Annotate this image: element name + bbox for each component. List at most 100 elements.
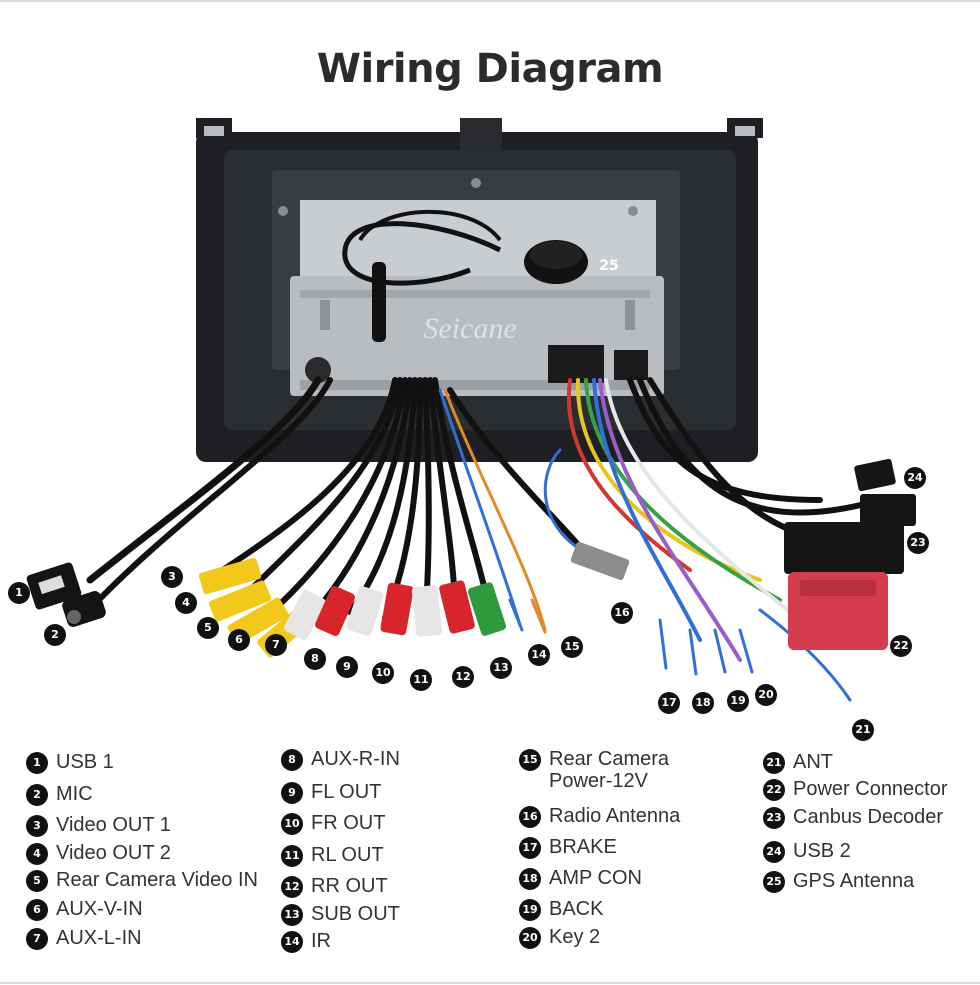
legend-label: Radio Antenna [549,805,681,827]
legend-number: 23 [763,807,785,829]
legend-label: USB 2 [793,840,851,862]
legend-label: AMP CON [549,867,642,889]
legend-item-25: 25 GPS Antenna [763,870,914,893]
legend-label: FR OUT [311,812,386,834]
callout-25: 25 [599,258,619,274]
callout-1: 1 [8,582,30,604]
legend-number: 14 [281,931,303,953]
legend-number: 10 [281,813,303,835]
legend-item-4: 4 Video OUT 2 [26,842,171,865]
callout-18: 18 [692,692,714,714]
legend-item-15: 15 Rear Camera Power-12V [519,748,669,792]
legend-label: RL OUT [311,844,384,866]
legend-number: 17 [519,837,541,859]
legend-item-18: 18 AMP CON [519,867,642,890]
legend-number: 4 [26,843,48,865]
legend-number: 18 [519,868,541,890]
legend-number: 16 [519,806,541,828]
legend-label: ANT [793,751,833,773]
legend-label: Canbus Decoder [793,806,944,828]
legend-item-9: 9 FL OUT [281,781,381,804]
wire-tips [508,598,754,676]
legend-label: IR [311,930,331,952]
legend-item-8: 8 AUX-R-IN [281,748,400,771]
legend-item-3: 3 Video OUT 1 [26,814,171,837]
power-and-canbus-connectors [784,458,916,650]
legend-number: 22 [763,779,785,801]
legend-number: 8 [281,749,303,771]
legend-number: 25 [763,871,785,893]
wifi-antenna [372,262,386,342]
legend-label: Rear Camera Power-12V [549,748,670,792]
legend-label: Power Connector [793,778,948,800]
radio-wiring-illustration: Seicane [26,118,916,702]
callout-21: 21 [852,719,874,741]
gps-antenna [342,209,588,286]
callout-23: 23 [907,532,929,554]
legend-number: 1 [26,752,48,774]
rca-plugs [198,541,630,658]
legend-number: 9 [281,782,303,804]
callout-4: 4 [175,592,197,614]
legend-item-14: 14 IR [281,930,331,953]
callout-7: 7 [265,634,287,656]
legend-item-23: 23 Canbus Decoder [763,806,943,829]
legend-label: BACK [549,898,604,920]
legend-label: BRAKE [549,836,617,858]
callout-9: 9 [336,656,358,678]
legend-item-16: 16 Radio Antenna [519,805,680,828]
legend-number: 13 [281,904,303,926]
legend-item-20: 20 Key 2 [519,926,600,949]
callout-15: 15 [561,636,583,658]
legend-number: 6 [26,899,48,921]
callout-20: 20 [755,684,777,706]
legend-label: FL OUT [311,781,382,803]
legend-label: GPS Antenna [793,870,915,892]
callout-8: 8 [304,648,326,670]
callout-6: 6 [228,629,250,651]
legend-label: Key 2 [549,926,601,948]
legend-number: 3 [26,815,48,837]
legend-label: RR OUT [311,875,388,897]
legend-number: 19 [519,899,541,921]
page-title: Wiring Diagram [316,46,664,92]
legend-item-22: 22 Power Connector [763,778,948,801]
callout-12: 12 [452,666,474,688]
top-divider [0,0,980,2]
legend-item-10: 10 FR OUT [281,812,385,835]
legend-item-19: 19 BACK [519,898,603,921]
callout-13: 13 [490,657,512,679]
legend-number: 21 [763,752,785,774]
legend-label: Video OUT 2 [56,842,171,864]
legend-label: Rear Camera Video IN [56,869,258,891]
legend-item-17: 17 BRAKE [519,836,617,859]
legend-number: 15 [519,749,541,771]
callout-24: 24 [904,467,926,489]
legend-item-21: 21 ANT [763,751,833,774]
legend-label: Video OUT 1 [56,814,171,836]
legend-item-1: 1 USB 1 [26,751,114,774]
legend-label: AUX-R-IN [311,748,400,770]
legend-number: 7 [26,928,48,950]
callout-5: 5 [197,617,219,639]
legend-item-11: 11 RL OUT [281,844,384,867]
legend-number: 2 [26,784,48,806]
callout-22: 22 [890,635,912,657]
radio-antenna-socket [305,357,331,383]
legend-number: 11 [281,845,303,867]
callout-14: 14 [528,644,550,666]
callout-2: 2 [44,624,66,646]
legend-label: MIC [56,783,93,805]
callout-3: 3 [161,566,183,588]
legend-number: 20 [519,927,541,949]
callout-11: 11 [410,669,432,691]
legend-label: USB 1 [56,751,114,773]
callout-16: 16 [611,602,633,624]
